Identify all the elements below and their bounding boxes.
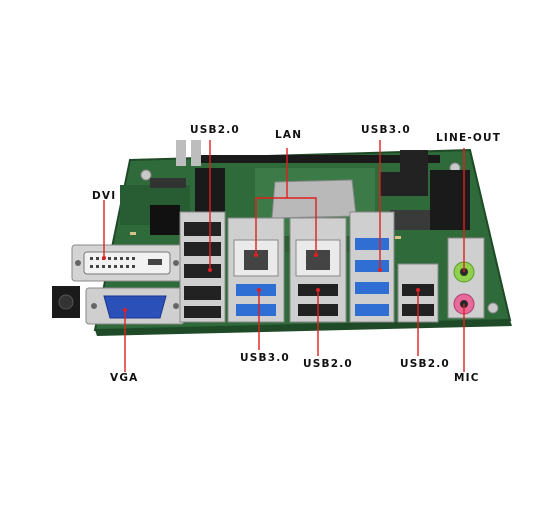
audio-jacks xyxy=(447,237,485,319)
label-usb30-top: USB3.0 xyxy=(361,124,411,136)
vga-port xyxy=(85,287,185,325)
callout-lines xyxy=(103,140,465,372)
label-dvi: DVI xyxy=(92,190,117,202)
label-vga: VGA xyxy=(110,372,139,384)
dvi-port xyxy=(71,244,183,282)
label-lan: LAN xyxy=(275,129,303,141)
pci-slot xyxy=(200,155,440,163)
cpu-heatspreader xyxy=(271,179,357,219)
label-usb20-top: USB2.0 xyxy=(190,124,240,136)
label-usb30-bottom: USB3.0 xyxy=(240,352,290,364)
label-usb20-bottom-mid: USB2.0 xyxy=(303,358,353,370)
usb30-stack xyxy=(349,211,395,323)
label-line-out: LINE-OUT xyxy=(436,132,502,144)
label-mic: MIC xyxy=(454,372,480,384)
label-usb20-bottom-right: USB2.0 xyxy=(400,358,450,370)
usb20-left-stack xyxy=(179,211,226,323)
power-jack xyxy=(52,286,80,318)
